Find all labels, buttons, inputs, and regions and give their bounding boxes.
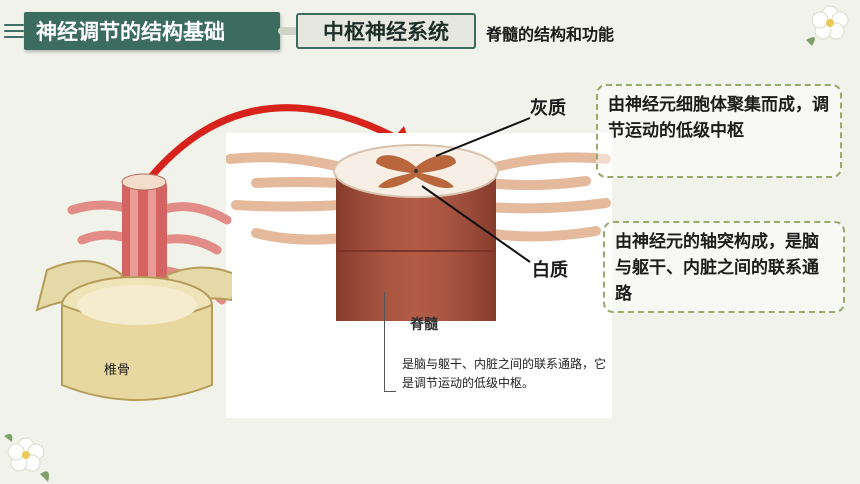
spinal-cord-illustration xyxy=(225,144,611,321)
vertebra-illustration xyxy=(12,100,239,424)
white-matter-note: 由神经元的轴突构成，是脑与躯干、内脏之间的联系通路 xyxy=(603,221,845,313)
topic-tag: 中枢神经系统 xyxy=(296,13,476,49)
caption-title: 脊髓 xyxy=(410,317,438,333)
flower-decoration-icon xyxy=(4,434,49,482)
section-tag: 神经调节的结构基础 xyxy=(24,12,280,50)
vertebra-label: 椎骨 xyxy=(104,363,131,378)
spinal-cord-figure xyxy=(225,133,612,418)
caption-pointer-end xyxy=(384,391,396,392)
caption-body: 是脑与躯干、内脏之间的联系通路，它是调节运动的低级中枢。 xyxy=(402,357,607,390)
flower-decoration-icon xyxy=(806,5,849,46)
caption-pointer xyxy=(384,292,385,392)
menu-lines-icon xyxy=(4,20,24,42)
gray-matter-note: 由神经元细胞体聚集而成，调节运动的低级中枢 xyxy=(596,84,842,178)
white-matter-label: 白质 xyxy=(532,260,568,281)
page-subtitle: 脊髓的结构和功能 xyxy=(486,25,615,44)
tag-connector xyxy=(278,27,300,35)
gray-matter-label: 灰质 xyxy=(530,98,566,119)
